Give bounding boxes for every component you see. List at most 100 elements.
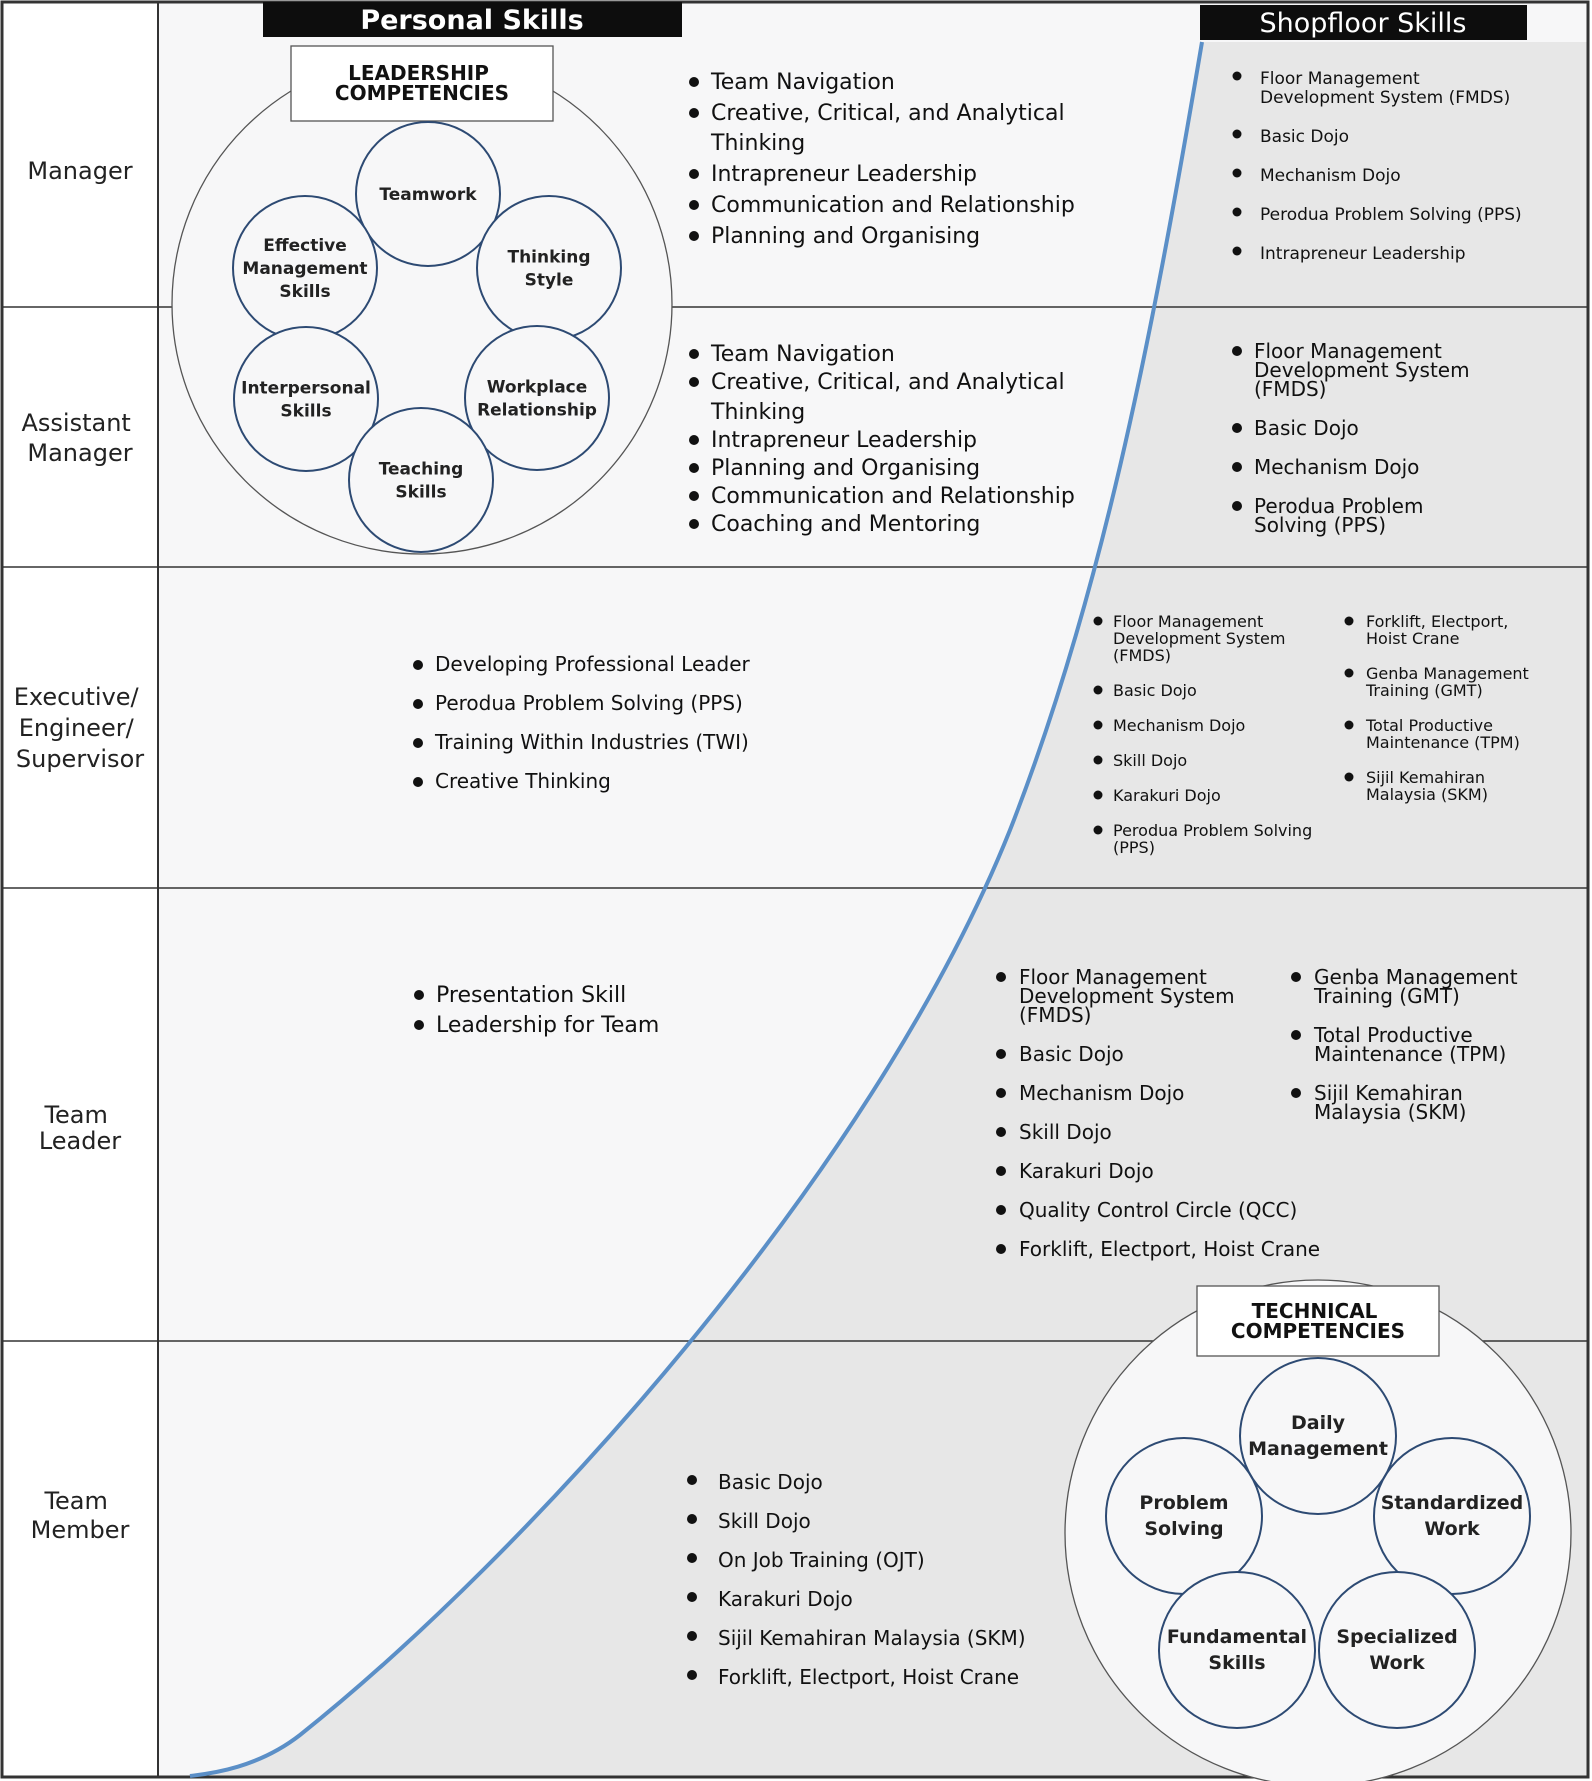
bullet-icon: [996, 1088, 1006, 1098]
list-item: Communication and Relationship: [689, 193, 1075, 218]
bullet-icon: [689, 435, 699, 445]
leadership-title: LEADERSHIP COMPETENCIES: [335, 61, 509, 105]
bullet-icon: [687, 1631, 697, 1641]
bullet-icon: [1093, 825, 1103, 835]
bullet-icon: [687, 1670, 697, 1680]
list-item: Intrapreneur Leadership: [689, 162, 977, 187]
list-item: Forklift, Electport, Hoist Crane: [687, 1665, 1019, 1689]
bullet-icon: [996, 1127, 1006, 1137]
list-item: Basic Dojo: [687, 1470, 823, 1494]
bullet-icon: [413, 777, 423, 787]
list-item: Mechanism Dojo: [1093, 716, 1245, 735]
list-item-text: Forklift, Electport,Hoist Crane: [1366, 612, 1508, 648]
bullet-icon: [413, 699, 423, 709]
list-item-text: Presentation Skill: [436, 983, 626, 1008]
list-item-text: Planning and Organising: [711, 456, 980, 481]
list-item: Training Within Industries (TWI): [413, 730, 749, 754]
bullet-icon: [996, 972, 1006, 982]
bullet-icon: [1291, 972, 1301, 982]
list-item-text: Skill Dojo: [1113, 751, 1187, 770]
list-item: Basic Dojo: [1232, 416, 1359, 440]
list-item: Intrapreneur Leadership: [1232, 244, 1466, 264]
list-item: Presentation Skill: [414, 983, 626, 1008]
bullet-icon: [1232, 346, 1242, 356]
list-item: Quality Control Circle (QCC): [996, 1198, 1297, 1222]
bullet-icon: [689, 77, 699, 87]
bullet-icon: [689, 491, 699, 501]
bullet-icon: [1232, 501, 1242, 511]
bullet-icon: [687, 1592, 697, 1602]
list-item-text: Mechanism Dojo: [1254, 455, 1419, 479]
bullet-icon: [689, 231, 699, 241]
bullet-icon: [1291, 1030, 1301, 1040]
list-item-text: Forklift, Electport, Hoist Crane: [1019, 1237, 1320, 1261]
list-item-text: Perodua Problem Solving (PPS): [435, 691, 743, 715]
bullet-icon: [996, 1049, 1006, 1059]
bullet-icon: [689, 349, 699, 359]
list-item-text: Mechanism Dojo: [1019, 1081, 1184, 1105]
list-item-text: Sijil Kemahiran Malaysia (SKM): [718, 1626, 1026, 1650]
list-item: Intrapreneur Leadership: [689, 428, 977, 453]
list-item: Basic Dojo: [1232, 127, 1349, 147]
list-item: Perodua Problem Solving (PPS): [413, 691, 743, 715]
bullet-icon: [1344, 772, 1354, 782]
bullet-icon: [1232, 246, 1242, 256]
list-item-text: Basic Dojo: [1019, 1042, 1124, 1066]
list-item: Sijil Kemahiran Malaysia (SKM): [687, 1626, 1026, 1650]
list-item: Skill Dojo: [1093, 751, 1187, 770]
competency-teamwork-label: Teamwork: [379, 185, 477, 205]
list-item: Perodua Problem Solving (PPS): [1232, 205, 1522, 225]
bullet-icon: [413, 660, 423, 670]
list-item-text: Karakuri Dojo: [718, 1587, 853, 1611]
bullet-icon: [687, 1553, 697, 1563]
list-item-text: Skill Dojo: [1019, 1120, 1112, 1144]
list-item-text: Forklift, Electport, Hoist Crane: [718, 1665, 1019, 1689]
list-item: Karakuri Dojo: [687, 1587, 853, 1611]
role-labels: Manager Assistant Manager Executive/ Eng…: [14, 157, 147, 1544]
list-item-text: Basic Dojo: [1254, 416, 1359, 440]
list-item: Karakuri Dojo: [996, 1159, 1154, 1183]
list-item: Basic Dojo: [996, 1042, 1124, 1066]
personal-skills-header: Personal Skills: [263, 2, 682, 37]
list-item: Karakuri Dojo: [1093, 786, 1221, 805]
role-team-leader: Team Leader: [39, 1101, 121, 1155]
list-item-text: Mechanism Dojo: [1260, 166, 1401, 186]
list-item-text: Coaching and Mentoring: [711, 512, 980, 537]
role-executive: Executive/ Engineer/ Supervisor: [14, 683, 147, 773]
list-item: Developing Professional Leader: [413, 652, 751, 676]
role-team-member: Team Member: [31, 1487, 130, 1544]
list-item: Forklift, Electport, Hoist Crane: [996, 1237, 1320, 1261]
bullet-icon: [1093, 720, 1103, 730]
list-item: Skill Dojo: [687, 1509, 811, 1533]
bullet-icon: [689, 169, 699, 179]
